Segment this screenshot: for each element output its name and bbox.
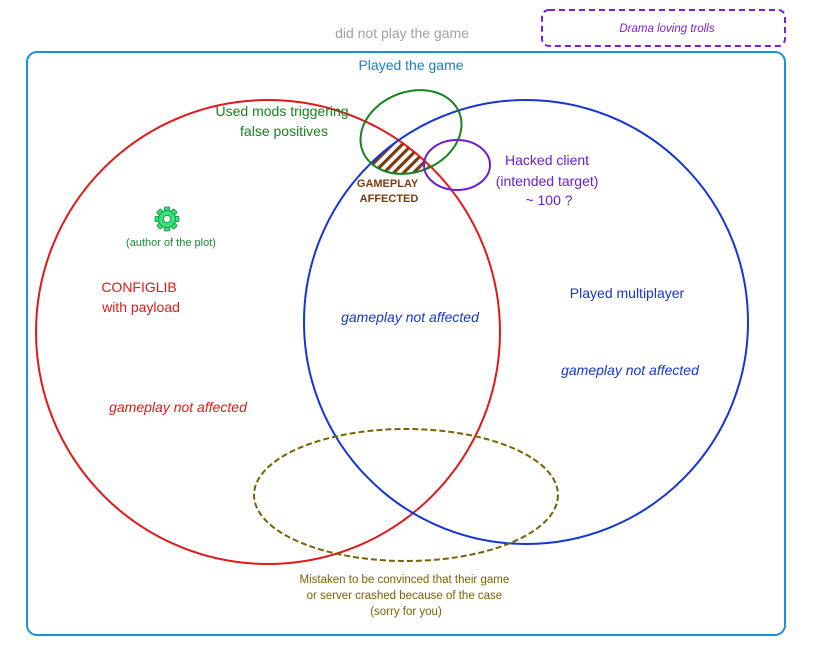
configlib-circle <box>35 99 501 565</box>
hacked-client-line-3: ~ 100 ? <box>525 192 572 208</box>
hacked-client-ellipse <box>423 139 491 191</box>
hacked-client-label: Hacked client (intended target) ~ 100 ? <box>496 152 603 208</box>
configlib-line-2: with payload <box>101 299 180 315</box>
not-affected-center-label: gameplay not affected <box>341 309 480 325</box>
author-label: (author of the plot) <box>126 237 216 249</box>
outside-label: did not play the game <box>335 25 469 41</box>
gameplay-affected-line-1: GAMEPLAY <box>357 178 419 190</box>
mods-label-line-1: Used mods triggering <box>216 103 349 119</box>
played-game-frame <box>26 51 786 636</box>
mods-label-line-2: false positives <box>240 123 328 139</box>
mods-label: Used mods triggering false positives <box>216 103 353 139</box>
played-multiplayer-label: Played multiplayer <box>570 285 685 301</box>
mistaken-ellipse <box>253 428 559 562</box>
not-affected-red-label: gameplay not affected <box>109 399 248 415</box>
configlib-label: CONFIGLIB with payload <box>101 279 181 315</box>
mistaken-line-3: (sorry for you) <box>370 606 442 618</box>
mistaken-line-2: or server crashed because of the case <box>307 590 503 602</box>
played-game-label: Played the game <box>358 57 463 73</box>
trolls-label: Drama loving trolls <box>619 23 714 35</box>
trolls-box <box>541 9 786 47</box>
gear-icon <box>154 206 180 232</box>
multiplayer-circle <box>303 99 749 545</box>
mods-ellipse <box>359 89 463 175</box>
not-affected-blue-label: gameplay not affected <box>561 362 700 378</box>
hacked-client-line-1: Hacked client <box>505 152 589 168</box>
gameplay-affected-line-2: AFFECTED <box>360 193 419 205</box>
gameplay-affected-label: GAMEPLAY AFFECTED <box>357 178 421 205</box>
mistaken-line-1: Mistaken to be convinced that their game <box>300 574 510 586</box>
configlib-line-1: CONFIGLIB <box>101 279 176 295</box>
hacked-client-line-2: (intended target) <box>496 173 599 189</box>
mistaken-label: Mistaken to be convinced that their game… <box>300 574 513 618</box>
